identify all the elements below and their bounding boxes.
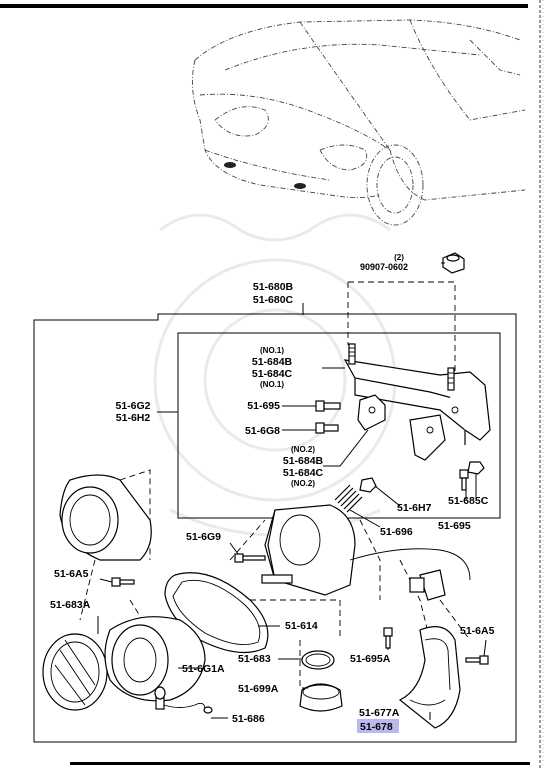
label-51-686: 51-686 <box>232 713 265 725</box>
bolt-51-6a5-left <box>111 577 135 587</box>
highlight-box <box>357 719 399 733</box>
label-51-696: 51-696 <box>380 526 413 538</box>
bolt-top <box>348 343 356 365</box>
label-51-6h2: 51-6H2 <box>116 412 151 424</box>
lens-front <box>42 633 108 711</box>
connector-plug <box>409 569 446 601</box>
label-51-684b-2: 51-684B <box>283 455 324 467</box>
label-51-695-b: 51-695 <box>438 520 471 532</box>
bolt-51-6a5-right <box>465 655 489 665</box>
label-51-683: 51-683 <box>238 653 271 665</box>
bolt-51-695 <box>315 400 341 412</box>
nut-51-6h7 <box>359 477 377 493</box>
label-90907-qty: (2) <box>394 253 404 262</box>
label-51-685c: 51-685C <box>448 495 489 507</box>
retaining-ring <box>299 683 343 712</box>
part-labels: (2) 90907-0602 51-680B 51-680C (NO.1) 51… <box>50 253 495 733</box>
label-51-683a: 51-683A <box>50 599 91 611</box>
label-51-6g9: 51-6G9 <box>186 531 221 543</box>
label-51-614: 51-614 <box>285 620 318 632</box>
edge-strip <box>539 0 544 768</box>
label-51-6a5-left: 51-6A5 <box>54 568 89 580</box>
label-90907: 90907-0602 <box>360 262 408 272</box>
label-684-no2: (NO.2) <box>291 479 315 488</box>
bolt-right <box>447 367 455 391</box>
fog-lamp-right-marker <box>294 183 306 189</box>
label-51-684c-2: 51-684C <box>283 467 324 479</box>
lamp-hood <box>59 474 152 561</box>
label-684-no1: (NO.1) <box>260 380 284 389</box>
leader-lines <box>97 262 487 720</box>
label-51-680c: 51-680C <box>253 294 294 306</box>
label-51-695a: 51-695A <box>350 653 391 665</box>
label-51-699a: 51-699A <box>238 683 279 695</box>
fog-lamp-left-marker <box>224 162 236 168</box>
label-684-no1-top: (NO.1) <box>260 346 284 355</box>
bottom-rule <box>70 762 530 765</box>
label-51-695-a: 51-695 <box>247 400 280 412</box>
label-51-684b-1: 51-684B <box>252 356 293 368</box>
bolt-51-695a <box>383 627 393 649</box>
label-51-684c-1: 51-684C <box>252 368 293 380</box>
lamp-cover <box>398 626 461 729</box>
bulb <box>154 686 213 714</box>
o-ring <box>301 650 335 670</box>
label-51-6g8: 51-6G8 <box>245 425 280 437</box>
label-51-678: 51-678 <box>360 721 393 733</box>
label-51-680b: 51-680B <box>253 281 294 293</box>
flange-nut <box>442 252 465 274</box>
lamp-housing <box>261 504 471 596</box>
label-684-no2-top: (NO.2) <box>291 445 315 454</box>
clip-51-685c <box>467 461 485 475</box>
label-51-6g1a: 51-6G1A <box>182 663 225 675</box>
top-rule <box>0 4 528 8</box>
label-51-6a5-right: 51-6A5 <box>460 625 495 637</box>
reflector <box>104 616 206 702</box>
label-51-6g2: 51-6G2 <box>115 400 150 412</box>
car-illustration <box>191 19 526 226</box>
bolt-51-6g8 <box>315 422 339 434</box>
assembly-frame <box>33 313 517 743</box>
spring-51-696 <box>334 484 363 513</box>
label-51-6h7: 51-6H7 <box>397 502 432 514</box>
screw-51-6g9 <box>234 553 266 563</box>
bolt-51-695-lower <box>459 469 469 491</box>
mounting-bracket <box>343 359 491 461</box>
label-51-677a: 51-677A <box>359 707 400 719</box>
